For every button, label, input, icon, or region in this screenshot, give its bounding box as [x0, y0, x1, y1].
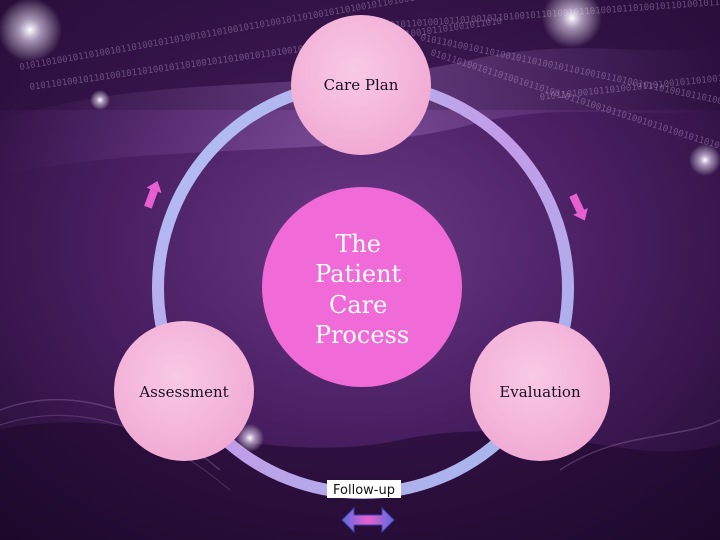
node-assessment: [114, 321, 254, 461]
center-label-line-2: Patient: [315, 260, 401, 288]
arrow-up-icon: [144, 180, 162, 209]
center-circle: [262, 187, 462, 387]
node-care-plan-label: Care Plan: [324, 76, 399, 94]
center-label-line-3: Care: [329, 291, 387, 319]
node-assessment-label: Assessment: [138, 383, 228, 401]
node-evaluation-label: Evaluation: [499, 383, 581, 401]
node-care-plan: [291, 15, 431, 155]
svg-text:The Patient Care: The Patient Care Process: [315, 230, 409, 349]
center-label-line-1: The: [335, 230, 381, 258]
double-arrow-icon: [341, 506, 395, 534]
follow-up-label-bg: [327, 480, 401, 498]
arrow-down-icon: [569, 193, 588, 221]
center-label-line-4: Process: [315, 321, 409, 349]
node-evaluation: [470, 321, 610, 461]
follow-up-label: Follow-up: [333, 483, 395, 498]
